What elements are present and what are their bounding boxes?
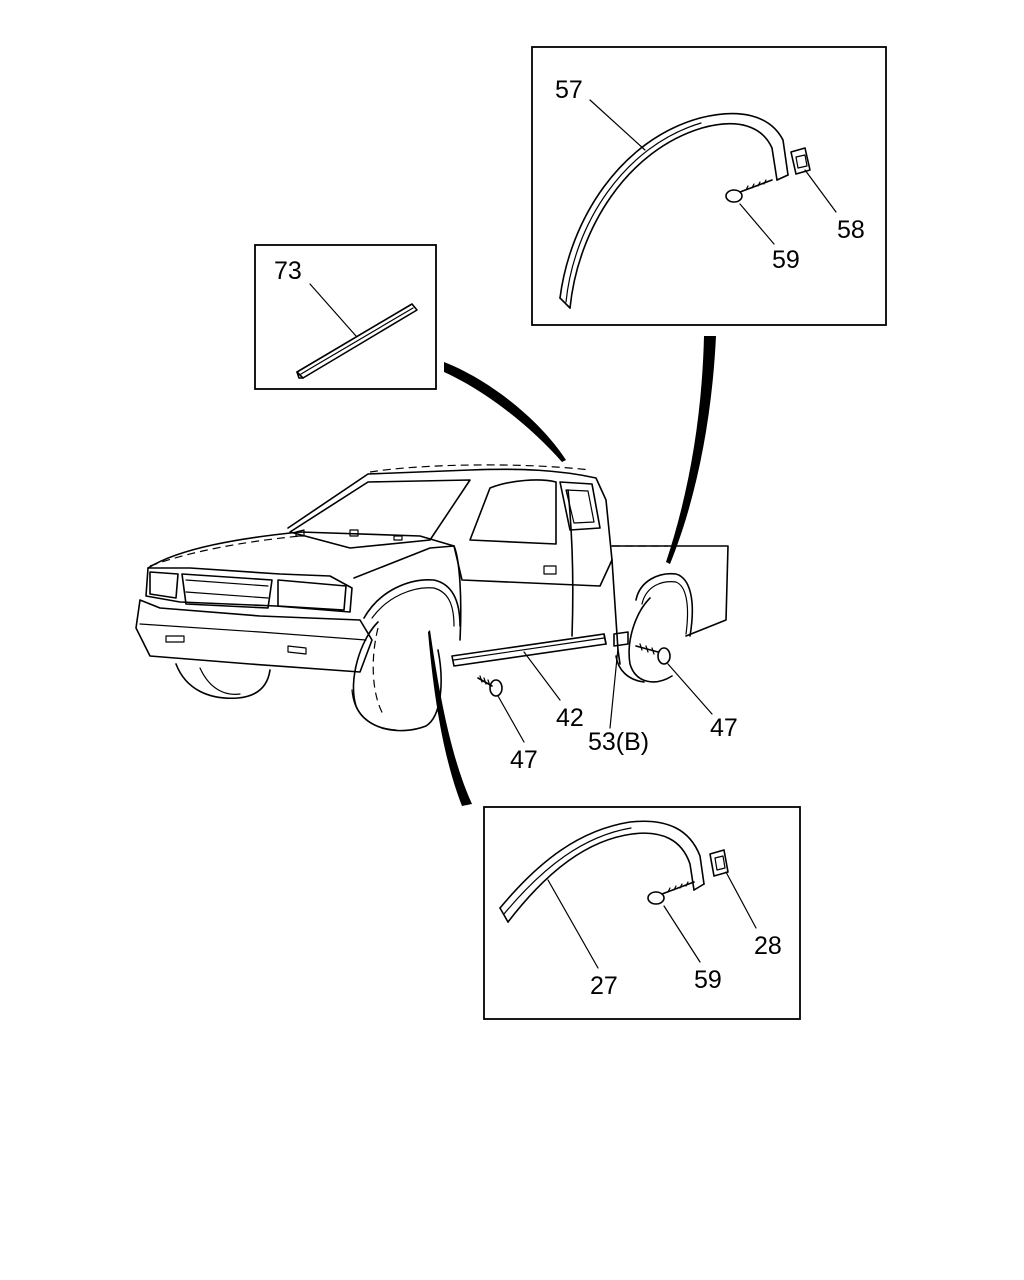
callout-28: 28 [754,932,782,960]
callout-73: 73 [274,257,302,285]
arch-molding-57 [559,112,789,309]
pointer-arc-57 [666,336,716,564]
callout-47-right: 47 [710,714,738,742]
screw-59-bottom [647,881,695,905]
leader-47-right [667,663,713,715]
leader-59-top [739,203,775,245]
callout-59-bottom: 59 [694,966,722,994]
callout-57: 57 [555,76,583,104]
detail-box-57: 57 58 59 [531,46,887,326]
leader-27 [547,879,599,969]
leader-59-bottom [663,905,701,963]
callout-27: 27 [590,972,618,1000]
callout-47-left: 47 [510,746,538,774]
screw-59-top [725,179,773,203]
leader-73 [309,283,357,337]
screw-47-right [635,643,671,665]
pointer-arc-27 [428,630,472,806]
leader-42 [523,651,561,701]
callout-53b: 53(B) [588,728,649,756]
clip-28 [709,849,729,877]
clip-58 [790,147,811,175]
callout-58: 58 [837,216,865,244]
detail-box-73: 73 [254,244,437,390]
pickup-truck-illustration [135,464,729,732]
leader-28 [725,871,757,929]
detail-box-27: 27 28 59 [483,806,801,1020]
leader-47-left [497,695,525,743]
leader-58 [804,169,837,213]
leader-57 [589,99,646,151]
screw-47-left [477,675,503,697]
callout-59-top: 59 [772,246,800,274]
pointer-arc-73 [444,362,566,462]
callout-42: 42 [556,704,584,732]
arch-molding-27 [499,820,705,923]
molding-strip-73 [296,303,418,379]
leader-53b [609,647,619,729]
